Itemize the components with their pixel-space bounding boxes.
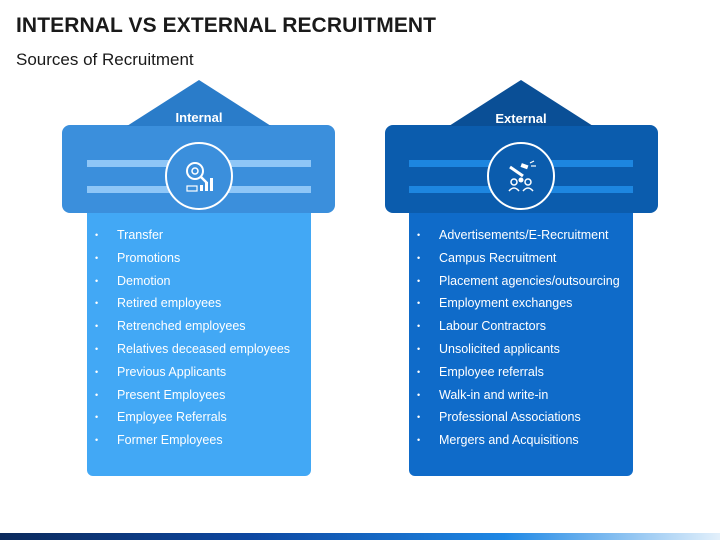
search-analytics-icon [186,162,213,192]
list-item: •Placement agencies/outsourcing [417,273,620,288]
list-item: •Mergers and Acquisitions [417,433,579,448]
internal-body [87,196,311,476]
item-text: Walk-in and write-in [439,387,549,402]
external-body [409,196,633,476]
item-text: Retired employees [117,296,222,311]
list-item: •Employee Referrals [95,410,227,425]
list-item: •Campus Recruitment [417,250,557,265]
page-subtitle: Sources of Recruitment [16,50,194,69]
internal-label: Internal [175,110,223,125]
list-item: •Walk-in and write-in [417,387,549,402]
internal-roof [127,80,271,126]
list-item: •Promotions [95,250,181,265]
list-item: •Present Employees [95,387,226,402]
list-item: •Former Employees [95,433,223,448]
list-item: •Transfer [95,228,164,242]
item-text: Professional Associations [439,410,581,425]
item-text: Demotion [117,273,171,288]
item-text: Employment exchanges [439,296,573,311]
item-text: Present Employees [117,387,226,402]
list-item: •Employee referrals [417,364,544,379]
list-item: •Labour Contractors [417,319,547,334]
footer-gradient-bar [0,533,720,540]
list-item: •Employment exchanges [417,296,573,311]
list-item: •Previous Applicants [95,364,227,379]
item-text: Labour Contractors [439,319,547,334]
item-text: Unsolicited applicants [439,341,560,356]
external-label: External [495,111,547,126]
item-text: Employee referrals [439,364,544,379]
item-text: Mergers and Acquisitions [439,433,579,448]
page-title: INTERNAL VS EXTERNAL RECRUITMENT [16,14,437,37]
internal-list: •Transfer •Promotions •Demotion •Retired… [95,224,290,452]
internal-icon-circle [165,142,233,210]
external-list: •Advertisements/E-Recruitment •Campus Re… [417,224,620,452]
item-text: Campus Recruitment [439,250,557,265]
list-item: •Advertisements/E-Recruitment [417,228,609,242]
item-text: Relatives deceased employees [117,341,291,356]
list-item: •Relatives deceased employees [95,341,291,356]
item-text: Retrenched employees [117,319,246,334]
item-text: Placement agencies/outsourcing [439,273,620,288]
external-icon-circle [487,142,555,210]
item-text: Advertisements/E-Recruitment [439,228,609,242]
hiring-team-icon [508,160,536,192]
item-text: Promotions [117,250,181,265]
list-item: •Retired employees [95,296,222,311]
item-text: Previous Applicants [117,364,227,379]
list-item: •Retrenched employees [95,319,246,334]
external-roof [449,80,593,126]
list-item: •Unsolicited applicants [417,341,560,356]
item-text: Former Employees [117,433,223,448]
item-text: Employee Referrals [117,410,227,425]
list-item: •Demotion [95,273,171,288]
item-text: Transfer [117,228,164,242]
list-item: •Professional Associations [417,410,581,425]
